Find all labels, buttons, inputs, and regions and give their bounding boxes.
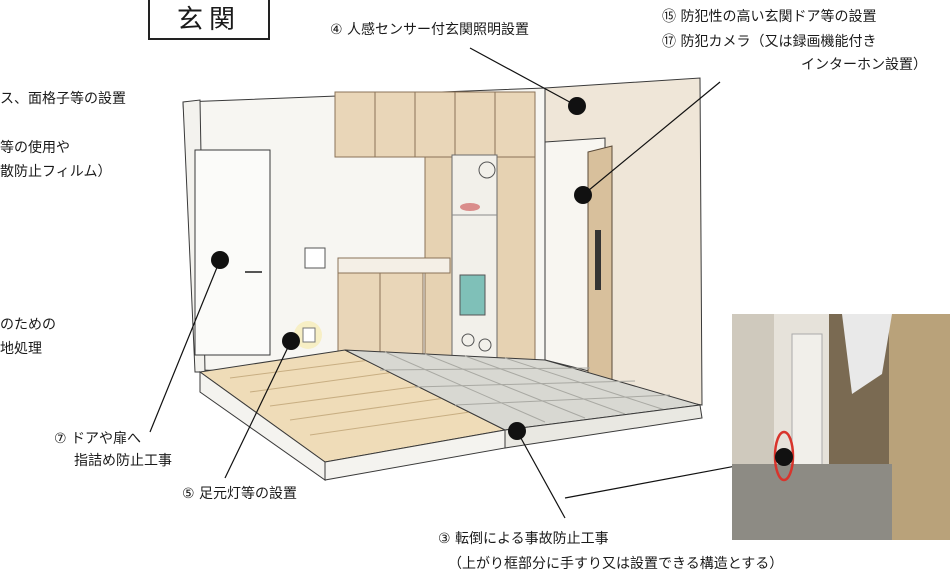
label-finger-guard-2: 指詰め防止工事 <box>74 453 172 469</box>
label-finger-guard-1: ⑦ ドアや扉へ <box>54 431 142 447</box>
label-fall-prevention-1: ③ 転倒による事故防止工事 <box>438 531 609 547</box>
door-lock <box>595 230 601 290</box>
label-fall-prevention-2: （上がり框部分に手すり又は設置できる構造とする） <box>448 556 784 572</box>
marker-ceiling-light <box>568 97 586 115</box>
wall-switch <box>304 247 326 269</box>
marker-front-door <box>574 186 592 204</box>
marker-step <box>508 422 526 440</box>
marker-left-door <box>211 251 229 269</box>
label-motion-sensor-light: ④ 人感センサー付玄関照明設置 <box>330 22 530 38</box>
label-left-partial-2b: 散防止フィルム） <box>0 164 112 180</box>
label-security-camera-2: インターホン設置） <box>801 57 927 73</box>
label-left-partial-3b: 地処理 <box>0 341 42 357</box>
marker-photo <box>775 448 793 466</box>
inset-photo <box>732 314 950 540</box>
label-security-door: ⑮ 防犯性の高い玄関ドア等の設置 <box>662 9 877 25</box>
label-left-partial-3a: のための <box>0 317 56 333</box>
label-left-partial-2a: 等の使用や <box>0 140 70 156</box>
highlight-ring <box>773 430 795 482</box>
closet-open-interior <box>451 154 498 364</box>
foot-light <box>302 327 316 343</box>
inset-photo-image <box>732 314 950 540</box>
stroller <box>459 274 486 316</box>
page-title: 玄関 <box>148 0 270 40</box>
left-door <box>194 149 271 356</box>
label-left-partial-1: ス、面格子等の設置 <box>0 91 126 107</box>
upper-cabinet <box>334 91 536 158</box>
label-foot-light: ⑤ 足元灯等の設置 <box>182 486 298 502</box>
marker-foot-light <box>282 332 300 350</box>
title-text: 玄関 <box>176 4 241 35</box>
label-security-camera-1: ⑰ 防犯カメラ（又は録画機能付き <box>662 34 877 50</box>
